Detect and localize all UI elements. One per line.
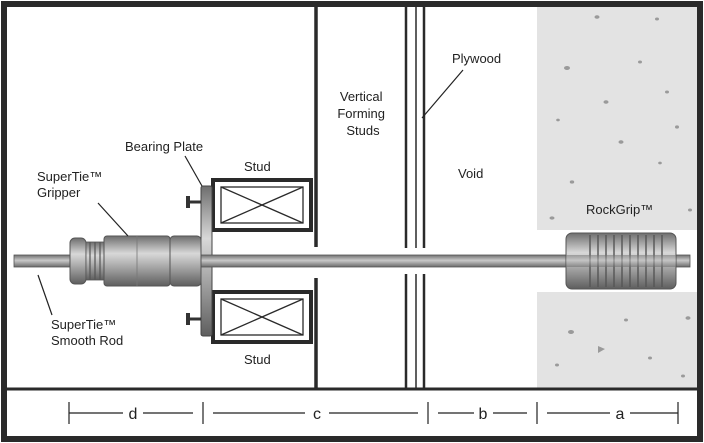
dimension-c: c (313, 406, 321, 423)
stud-box-bottom (211, 290, 313, 344)
forming-studs-label: Vertical Forming Studs (337, 89, 388, 138)
stud-label-top: Stud (244, 159, 271, 174)
nail-bottom (186, 313, 201, 325)
rock-specks (549, 15, 692, 378)
dimension-a: a (616, 406, 625, 423)
nail-top (186, 196, 201, 208)
dimension-b: b (479, 406, 488, 423)
void-label: Void (458, 166, 483, 181)
stud-box-top (211, 178, 313, 232)
gripper-assembly (69, 235, 202, 287)
plywood-leader (421, 69, 464, 119)
rock-top (537, 7, 697, 230)
bearing-plate-label: Bearing Plate (125, 139, 203, 154)
rockgrip-label: RockGrip™ (586, 202, 653, 217)
gripper-leader (97, 202, 129, 237)
plywood-label: Plywood (452, 51, 501, 66)
dimension-line (68, 402, 678, 424)
stud-label-bottom: Stud (244, 352, 271, 367)
gripper-threads (85, 241, 105, 281)
plywood-lines (404, 7, 426, 389)
smooth-rod-label: SuperTie™ Smooth Rod (51, 317, 123, 348)
bearing-plate-leader (184, 155, 203, 187)
rock-bottom (537, 292, 697, 389)
rockgrip-anchor (565, 232, 677, 290)
dimension-d: d (129, 406, 138, 423)
smooth-rod-leader (37, 274, 53, 316)
gripper-label: SuperTie™ Gripper (37, 169, 106, 200)
